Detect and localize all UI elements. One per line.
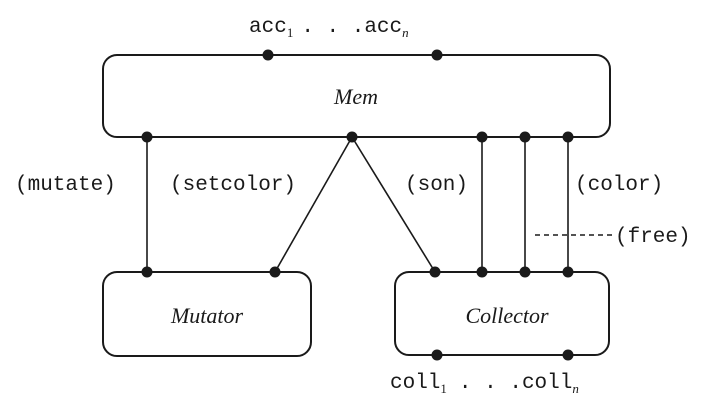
acc-ellipsis: . . . xyxy=(301,16,364,39)
mem-port-free xyxy=(519,131,531,143)
coll-first-subscript: 1 xyxy=(440,381,447,396)
coll-first-base: coll xyxy=(390,372,440,395)
acc-first-base: acc xyxy=(249,16,287,39)
acc-last-base: acc xyxy=(364,16,402,39)
acc-last-subscript: n xyxy=(402,25,409,40)
mem-port-accn xyxy=(431,49,443,61)
collector-port-son xyxy=(476,266,488,278)
collector-port-free xyxy=(519,266,531,278)
mutator-label: Mutator xyxy=(170,303,244,328)
mutator-box xyxy=(102,271,312,357)
mem-label: Mem xyxy=(333,84,378,109)
mem-port-mutate xyxy=(141,131,153,143)
coll-ports-label: coll1. . .colln xyxy=(390,372,579,396)
mem-port-son xyxy=(476,131,488,143)
mutator-port-mutate xyxy=(141,266,153,278)
mem-port-setcolor xyxy=(346,131,358,143)
collector-port-color xyxy=(562,266,574,278)
collector-port-setcolor xyxy=(429,266,441,278)
coll-last-base: coll xyxy=(522,372,572,395)
mem-port-acc1 xyxy=(262,49,274,61)
collector-port-coll1 xyxy=(431,349,443,361)
free-label: (free) xyxy=(615,226,691,249)
collector-label: Collector xyxy=(465,303,549,328)
mem-port-color xyxy=(562,131,574,143)
coll-ellipsis: . . . xyxy=(459,372,522,395)
coll-last-subscript: n xyxy=(572,381,579,396)
setcolor-connector-mutator xyxy=(274,136,353,273)
acc-first-subscript: 1 xyxy=(287,25,294,40)
mutate-label: (mutate) xyxy=(15,174,116,197)
setcolor-connector-collector xyxy=(351,136,436,273)
collector-box xyxy=(394,271,610,356)
color-label: (color) xyxy=(575,174,663,197)
acc-ports-label: acc1. . .accn xyxy=(249,16,409,40)
son-label: (son) xyxy=(405,174,468,197)
setcolor-label: (setcolor) xyxy=(170,174,296,197)
mutator-port-setcolor xyxy=(269,266,281,278)
collector-port-colln xyxy=(562,349,574,361)
